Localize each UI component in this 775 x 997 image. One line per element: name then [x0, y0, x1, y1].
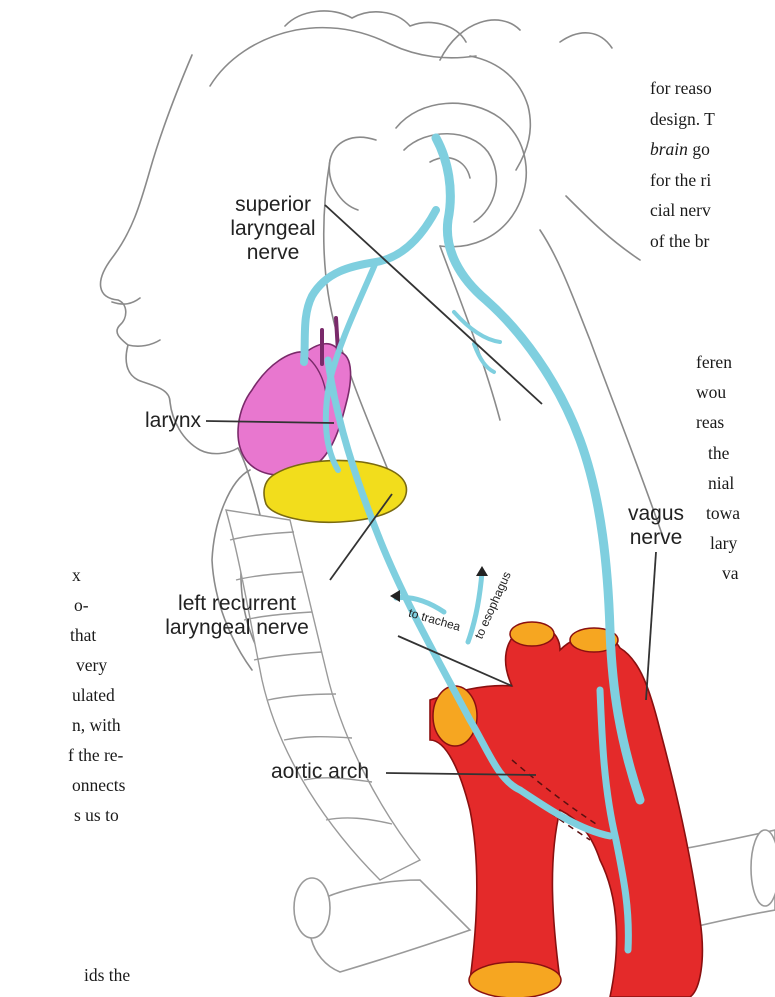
left-text-line: very — [76, 650, 107, 681]
left-text-line: s us to — [74, 800, 119, 831]
left-text-line: x — [72, 560, 81, 591]
left-text-line: n, with — [72, 710, 121, 741]
left-text-line: that — [70, 620, 96, 651]
left-text-line: onnects — [72, 770, 125, 801]
left-text-line: o- — [74, 590, 89, 621]
left-text-line: f the re- — [68, 740, 123, 771]
left-text-line: ulated — [72, 680, 115, 711]
left-text-line: ids the — [84, 960, 130, 991]
